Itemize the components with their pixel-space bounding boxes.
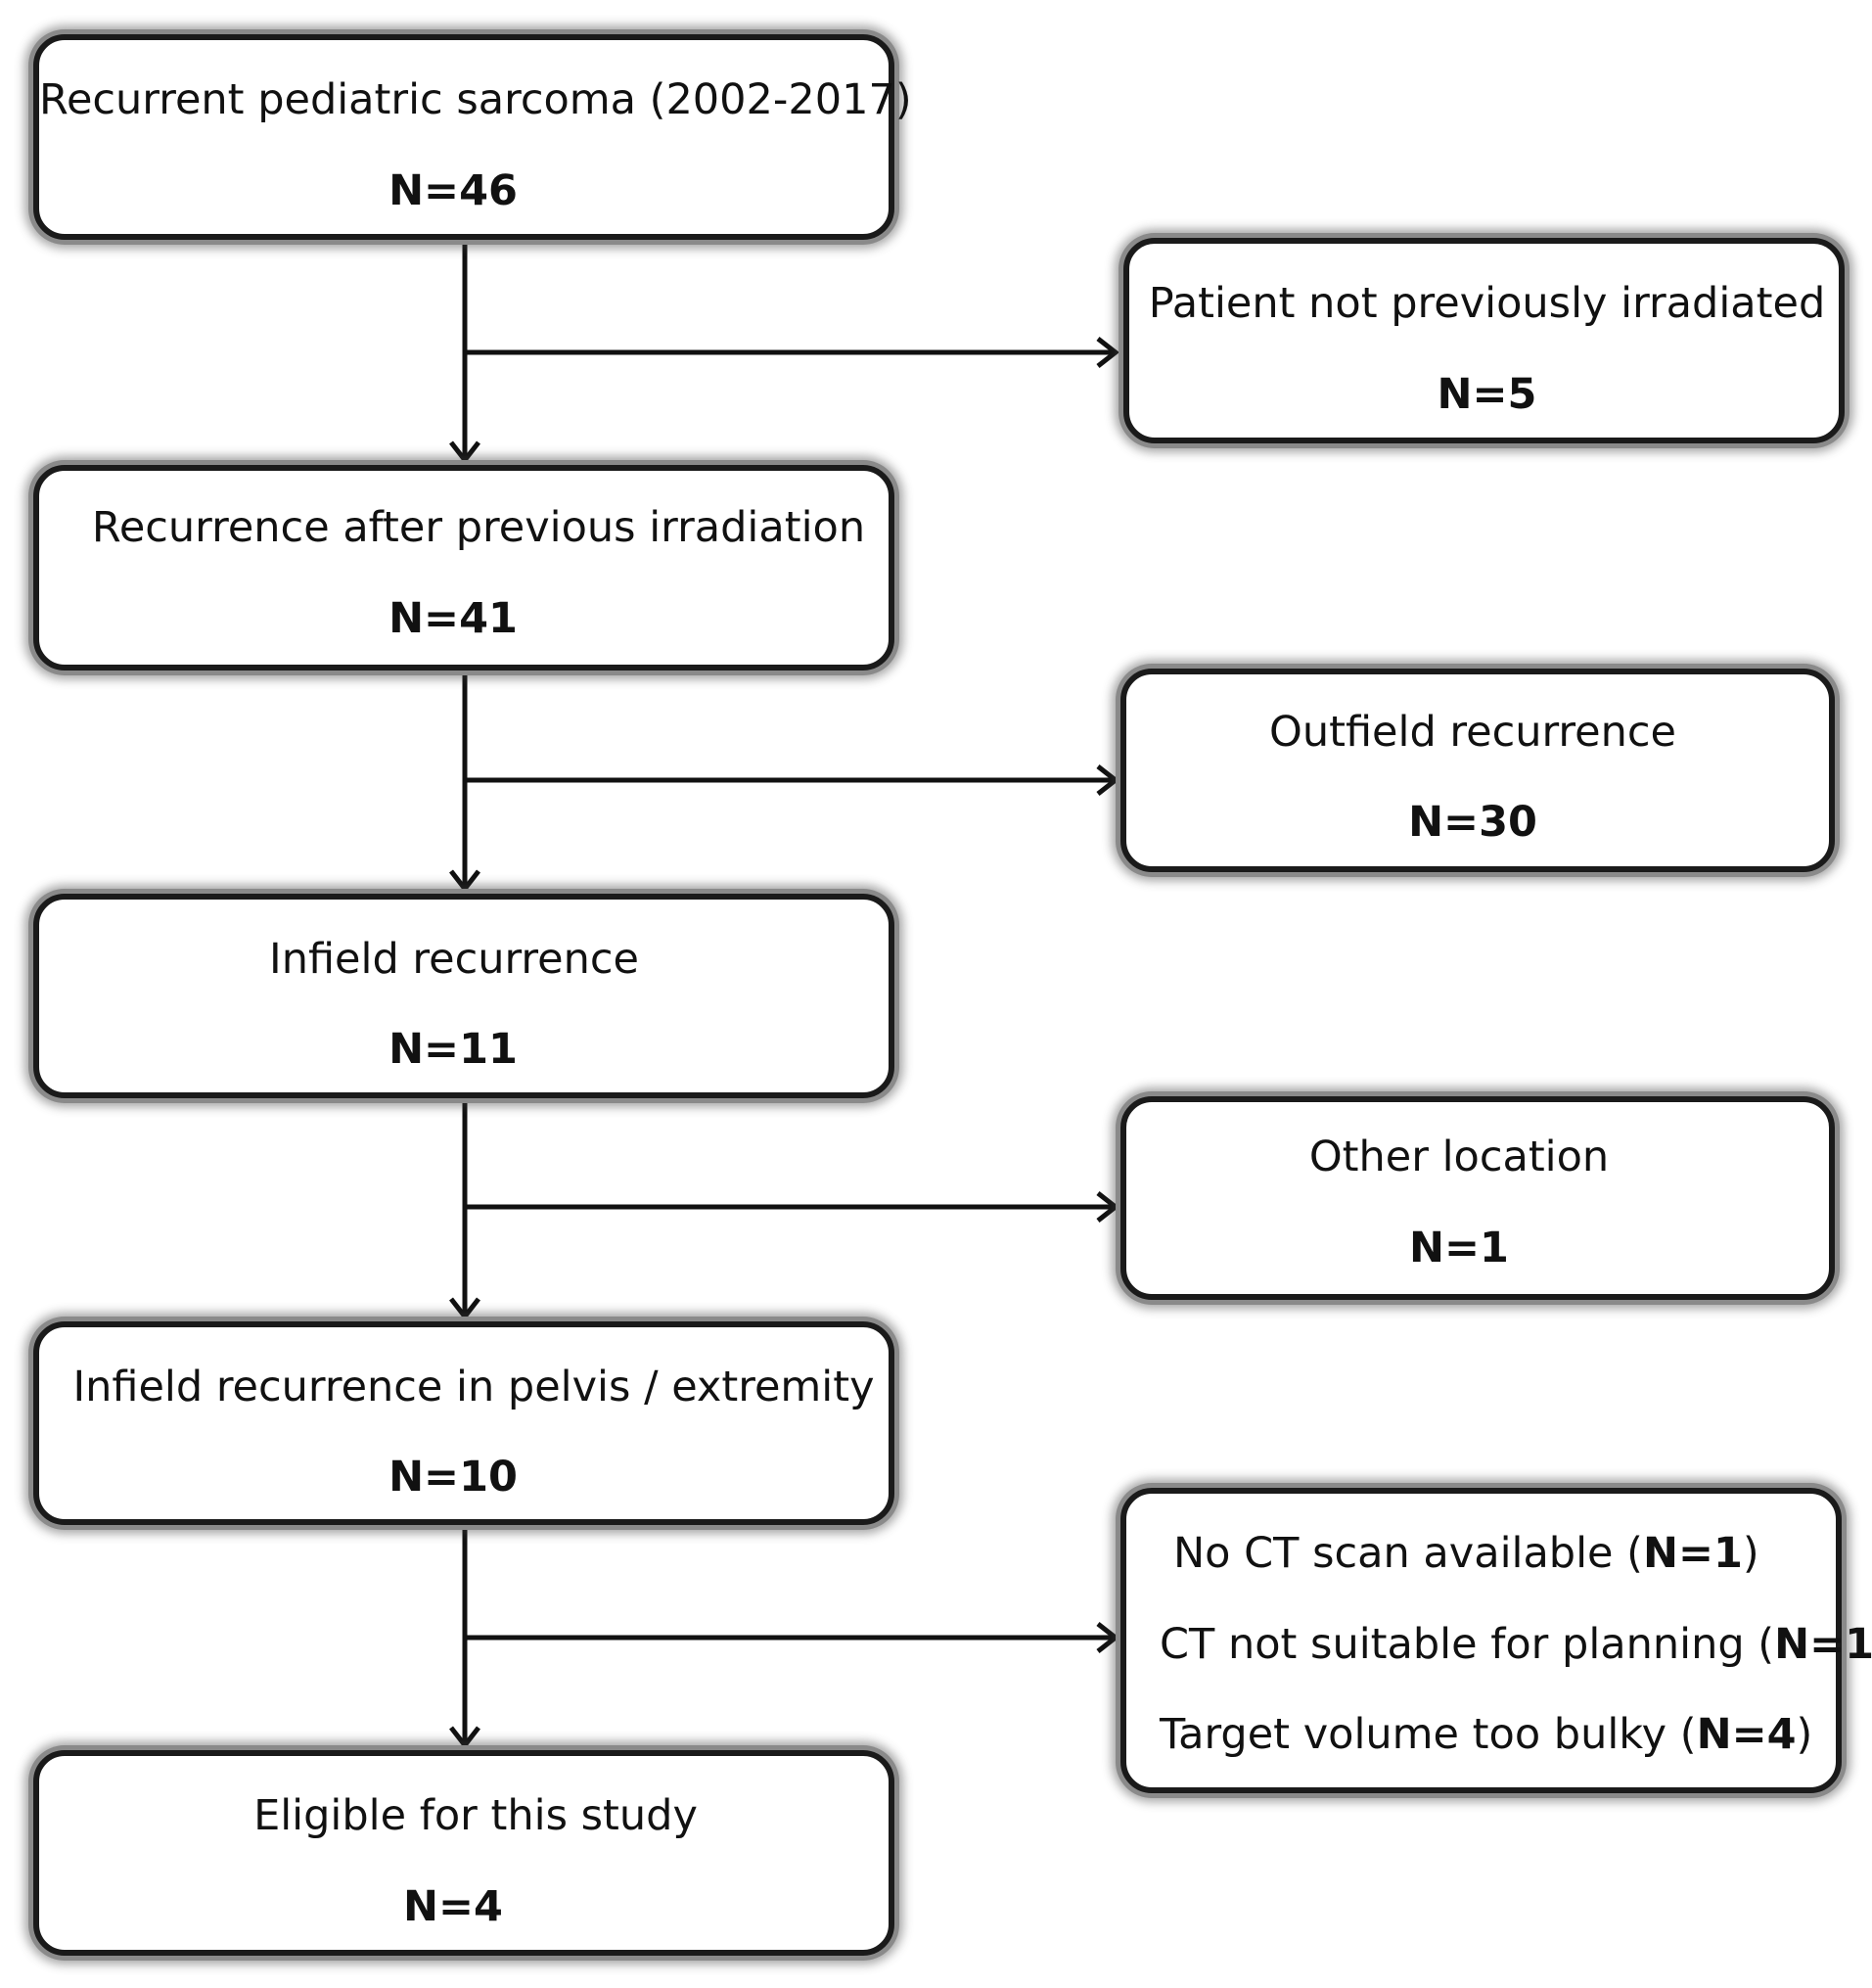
box-count: N=46 xyxy=(388,166,518,215)
box-final-exclusions: No CT scan available (N=1) CT not suitab… xyxy=(1120,1488,1872,1793)
exclusion-count: N=1 xyxy=(1642,1529,1743,1578)
box-label: Recurrent pediatric sarcoma (2002-2017) xyxy=(39,75,912,124)
box-infield-recurrence: Infield recurrence N=11 xyxy=(33,894,894,1098)
exclusion-paren-open: ( xyxy=(1667,1710,1697,1759)
box-other-location: Other location N=1 xyxy=(1120,1096,1835,1300)
box-count: N=11 xyxy=(388,1025,518,1074)
exclusion-paren-close: ) xyxy=(1796,1710,1813,1759)
exclusion-paren-open: ( xyxy=(1744,1620,1775,1669)
box-not-previously-irradiated: Patient not previously irradiated N=5 xyxy=(1123,238,1845,443)
box-label: Infield recurrence xyxy=(269,935,639,984)
box-label: Infield recurrence in pelvis / extremity xyxy=(72,1363,875,1411)
box-label: Patient not previously irradiated xyxy=(1148,279,1826,328)
box-outfield-recurrence: Outfield recurrence N=30 xyxy=(1120,669,1835,872)
box-count: N=1 xyxy=(1409,1224,1509,1272)
box-label: Recurrence after previous irradiation xyxy=(91,503,866,552)
box-label: Outfield recurrence xyxy=(1269,708,1676,757)
exclusion-count: N=4 xyxy=(1696,1710,1797,1759)
box-count: N=4 xyxy=(403,1882,503,1931)
box-eligible-for-study: Eligible for this study N=4 xyxy=(33,1750,894,1956)
box-count: N=30 xyxy=(1408,798,1537,847)
box-count: N=5 xyxy=(1437,370,1537,419)
exclusion-text: Target volume too bulky xyxy=(1160,1710,1667,1759)
exclusion-paren-open: ( xyxy=(1613,1529,1643,1578)
box-label: Other location xyxy=(1308,1133,1610,1181)
box-count: N=10 xyxy=(388,1453,518,1502)
exclusion-text: CT not suitable for planning xyxy=(1160,1620,1745,1669)
box-label: Eligible for this study xyxy=(253,1791,698,1840)
exclusion-text: No CT scan available xyxy=(1173,1529,1614,1578)
exclusion-target-too-bulky: Target volume too bulky (N=4) xyxy=(1160,1714,1812,1756)
box-recurrent-pediatric-sarcoma: Recurrent pediatric sarcoma (2002-2017) … xyxy=(33,34,912,240)
box-count: N=41 xyxy=(388,594,518,643)
exclusion-count: N=1 xyxy=(1774,1620,1872,1669)
exclusion-ct-not-suitable: CT not suitable for planning (N=1) xyxy=(1160,1624,1872,1666)
exclusion-no-ct-scan: No CT scan available (N=1) xyxy=(1173,1533,1759,1575)
box-infield-pelvis-extremity: Infield recurrence in pelvis / extremity… xyxy=(33,1321,894,1525)
exclusion-paren-close: ) xyxy=(1742,1529,1759,1578)
box-recurrence-after-irradiation: Recurrence after previous irradiation N=… xyxy=(33,465,894,670)
